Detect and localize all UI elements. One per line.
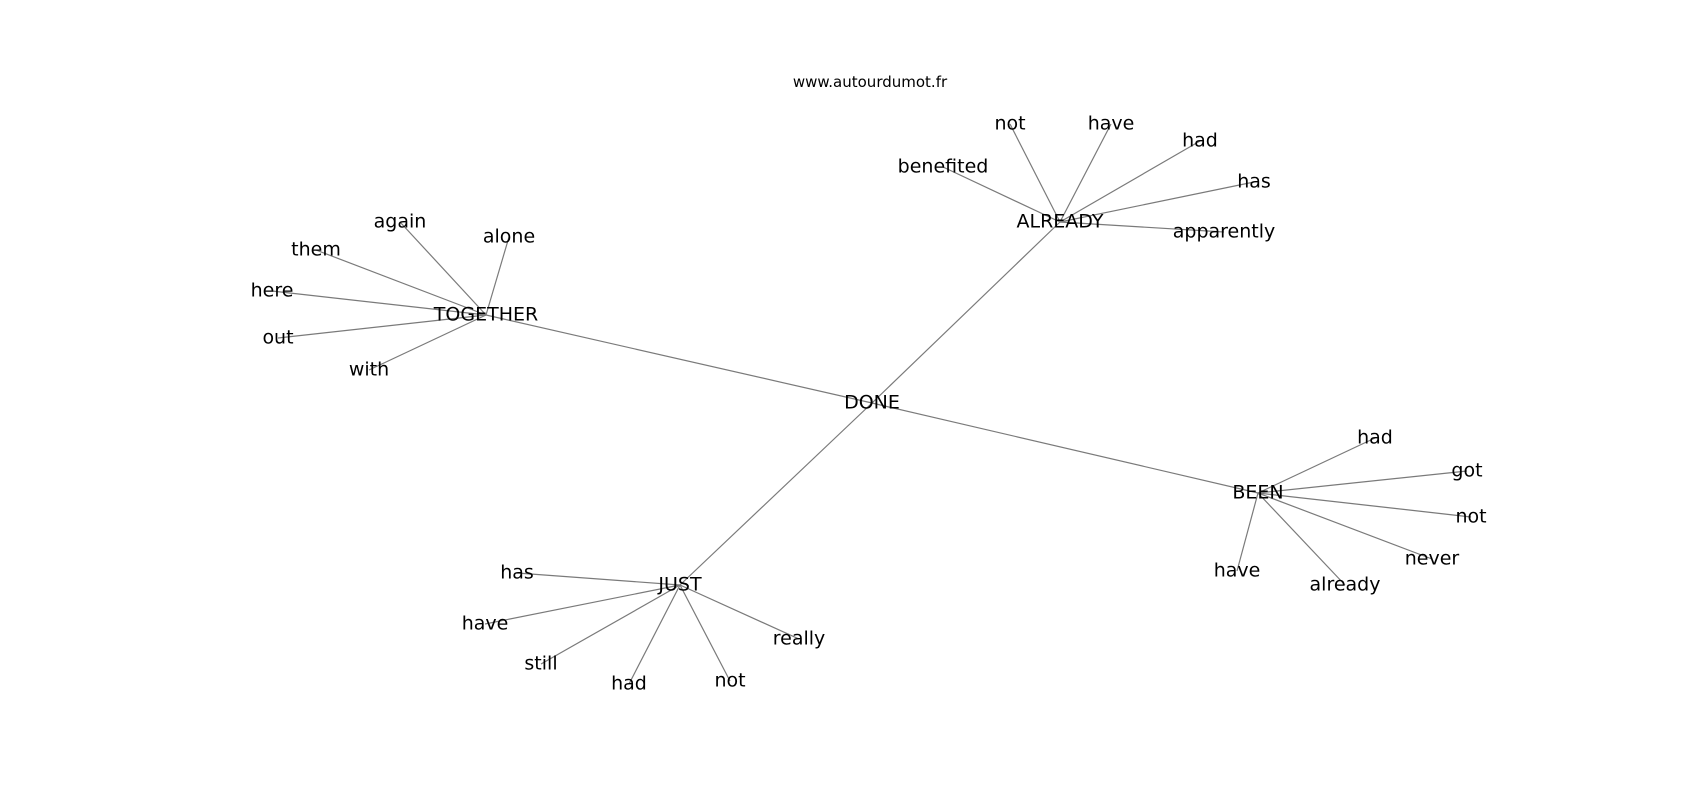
edge-just-not (679, 584, 731, 682)
associate-word-node[interactable]: apparently (1172, 220, 1276, 243)
edge-together-alone (485, 236, 510, 316)
edge-just-had (628, 584, 681, 685)
edge-been-already (1257, 492, 1346, 586)
edge-been-not (1257, 492, 1472, 518)
center-word-node[interactable]: DONE (844, 391, 900, 414)
associate-word-node[interactable]: here (250, 279, 294, 302)
hub-word-node[interactable]: TOGETHER (433, 303, 539, 326)
edge-been-got (1257, 470, 1468, 494)
edge-been-never (1257, 492, 1433, 560)
edge-been-had (1257, 437, 1376, 494)
edge-center-just (679, 402, 873, 586)
site-url[interactable]: www.autourdumot.fr (792, 73, 948, 91)
edge-already-had (1059, 140, 1201, 223)
associate-word-node[interactable]: not (994, 112, 1026, 135)
edge-already-have (1059, 123, 1112, 223)
hub-word-node[interactable]: ALREADY (1016, 210, 1104, 233)
edge-together-with (368, 314, 487, 371)
hub-word-node[interactable]: JUST (658, 573, 702, 596)
edge-center-been (871, 402, 1259, 494)
edge-together-again (399, 221, 487, 316)
associate-word-node[interactable]: never (1404, 547, 1460, 570)
associate-word-node[interactable]: already (1309, 573, 1381, 596)
associate-word-node[interactable]: have (461, 612, 509, 635)
edge-together-out (277, 314, 487, 339)
edge-just-have (484, 584, 681, 625)
edge-center-together (485, 314, 873, 404)
edge-been-have (1236, 492, 1259, 572)
edge-already-has (1059, 181, 1255, 223)
edge-just-really (679, 584, 800, 640)
associate-word-node[interactable]: still (524, 652, 558, 675)
associate-word-node[interactable]: have (1087, 112, 1135, 135)
associate-word-node[interactable]: out (262, 326, 294, 349)
edge-already-not (1009, 123, 1061, 223)
associate-word-node[interactable]: have (1213, 559, 1261, 582)
associate-word-node[interactable]: had (1182, 129, 1218, 152)
associate-word-node[interactable]: has (1237, 170, 1271, 193)
associate-word-node[interactable]: alone (482, 225, 536, 248)
associate-word-node[interactable]: again (373, 210, 427, 233)
edge-just-still (540, 584, 681, 665)
hub-word-node[interactable]: BEEN (1232, 481, 1284, 504)
associate-word-node[interactable]: had (1357, 426, 1393, 449)
edge-together-here (271, 290, 487, 316)
associate-word-node[interactable]: really (772, 627, 826, 650)
associate-word-node[interactable]: had (611, 672, 647, 695)
associate-word-node[interactable]: with (348, 358, 390, 381)
edge-center-already (871, 221, 1061, 404)
edge-just-has (516, 572, 681, 586)
associate-word-node[interactable]: benefited (897, 155, 989, 178)
edge-together-them (315, 249, 487, 316)
associate-word-node[interactable]: got (1451, 459, 1483, 482)
associate-word-node[interactable]: not (714, 669, 746, 692)
edge-already-apparently (1059, 221, 1225, 233)
associate-word-node[interactable]: not (1455, 505, 1487, 528)
associate-word-node[interactable]: them (291, 238, 341, 261)
edge-already-benefited (942, 166, 1061, 223)
associate-word-node[interactable]: has (500, 561, 534, 584)
